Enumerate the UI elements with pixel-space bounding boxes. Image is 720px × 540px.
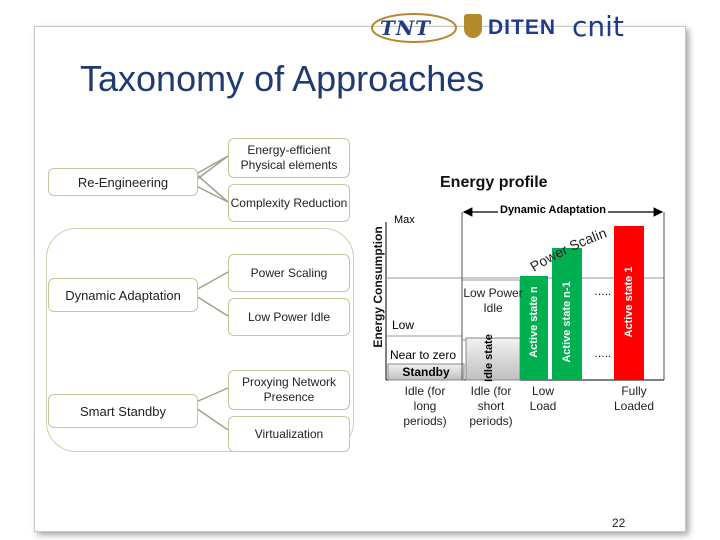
dots-upper: ….. bbox=[594, 286, 612, 298]
near-zero-label: Near to zero bbox=[390, 348, 457, 362]
university-shield-icon bbox=[464, 14, 482, 38]
energy-efficient-box: Energy-efficient Physical elements bbox=[228, 138, 350, 178]
low-power-idle-label: Low Power Idle bbox=[463, 286, 523, 315]
energy-profile-title: Energy profile bbox=[440, 174, 548, 191]
active-state-n1-bar bbox=[552, 248, 582, 380]
slide-title: Taxonomy of Approaches bbox=[80, 58, 485, 99]
tnt-logo bbox=[371, 13, 457, 43]
x-label-idle-short: Idle (for short periods) bbox=[469, 384, 513, 428]
dots-lower: ….. bbox=[594, 348, 612, 360]
standby-label: Standby bbox=[402, 365, 450, 379]
dynamic-adaptation-box: Dynamic Adaptation bbox=[48, 278, 198, 312]
smart-standby-box: Smart Standby bbox=[48, 394, 198, 428]
active-state-n-label: Active state n bbox=[528, 286, 540, 358]
operational-approaches-group bbox=[46, 228, 354, 452]
diten-logo-text: DITEN bbox=[488, 16, 556, 39]
power-scaling-box: Power Scaling bbox=[228, 254, 350, 292]
complexity-reduction-box: Complexity Reduction bbox=[228, 184, 350, 222]
logo-area: TNT DITEN cnit bbox=[360, 6, 650, 50]
re-engineering-box: Re-Engineering bbox=[48, 168, 198, 196]
standby-bar bbox=[387, 363, 465, 381]
low-label: Low bbox=[392, 318, 415, 332]
page-number: 22 bbox=[612, 516, 626, 530]
max-label: Max bbox=[394, 214, 415, 226]
power-scaling-curve-label: Power Scaling bbox=[0, 0, 609, 275]
idle-state-bar bbox=[465, 337, 521, 381]
active-state-n1-label: Active state n-1 bbox=[561, 281, 573, 363]
virtualization-box: Virtualization bbox=[228, 416, 350, 452]
active-state-1-bar bbox=[614, 226, 644, 380]
x-label-idle-long: Idle (for long periods) bbox=[403, 384, 447, 428]
proxying-box: Proxying Network Presence bbox=[228, 370, 350, 410]
x-label-low-load: Low Load bbox=[529, 384, 557, 413]
x-label-fully-loaded: Fully Loaded bbox=[613, 384, 655, 413]
active-state-1-label: Active state 1 bbox=[623, 266, 635, 338]
y-axis-title: Energy Consumption bbox=[371, 226, 385, 348]
dynamic-adaptation-label: Dynamic Adaptation bbox=[498, 204, 608, 216]
tnt-logo-text: TNT bbox=[380, 16, 432, 40]
active-state-n-bar bbox=[520, 276, 548, 380]
low-power-idle-box: Low Power Idle bbox=[228, 298, 350, 336]
cnit-logo-text: cnit bbox=[572, 10, 624, 43]
